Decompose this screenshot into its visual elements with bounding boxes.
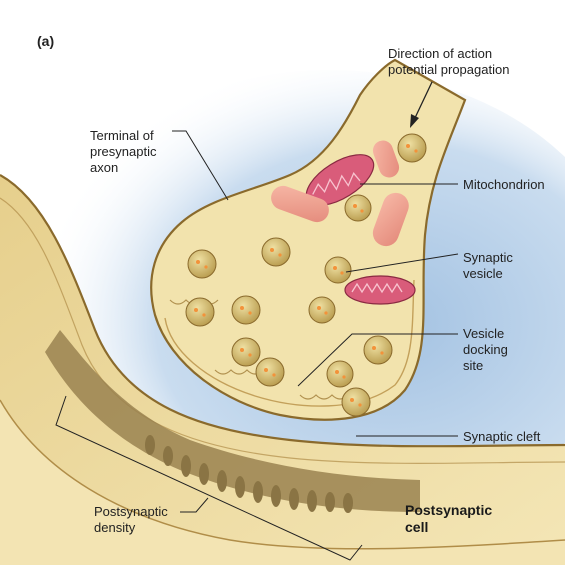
synaptic-vesicles: [185, 133, 427, 417]
label-docking-site: Vesicle docking site: [463, 326, 508, 373]
label-direction: Direction of action potential propagatio…: [388, 46, 510, 77]
postsynaptic-cell-lower-membrane: [0, 399, 565, 550]
leader-terminal: [172, 130, 229, 201]
leader-density: [180, 497, 209, 513]
label-postsynaptic-cell: Postsynaptic cell: [405, 502, 493, 535]
mitochondrion-upper: [305, 154, 375, 206]
label-postsynaptic-density: Postsynaptic density: [94, 504, 168, 535]
label-terminal: Terminal of presynaptic axon: [90, 128, 157, 175]
mitochondrion-lower: [344, 275, 416, 305]
postsynaptic-membrane-inner: [0, 197, 565, 464]
postsynaptic-cytoplasm: [0, 400, 565, 565]
direction-arrow: [410, 81, 433, 128]
leader-docking-site: [297, 333, 458, 387]
label-synaptic-cleft: Synaptic cleft: [463, 429, 541, 444]
postsynaptic-membrane: [0, 174, 565, 448]
mitochondria-tubular: [271, 140, 409, 247]
postsynaptic-cell-bracket: [55, 395, 363, 561]
label-synaptic-vesicle: Synaptic vesicle: [463, 250, 513, 281]
postsynaptic-density-band: [45, 330, 420, 512]
label-mitochondrion: Mitochondrion: [463, 177, 545, 192]
panel-label: (a): [37, 33, 55, 49]
presynaptic-inner-membrane: [164, 279, 415, 407]
leader-lines: [55, 130, 459, 561]
density-bumps: [145, 435, 353, 513]
leader-synaptic-vesicle: [345, 253, 459, 273]
postsynaptic-cell-body: [0, 175, 565, 565]
